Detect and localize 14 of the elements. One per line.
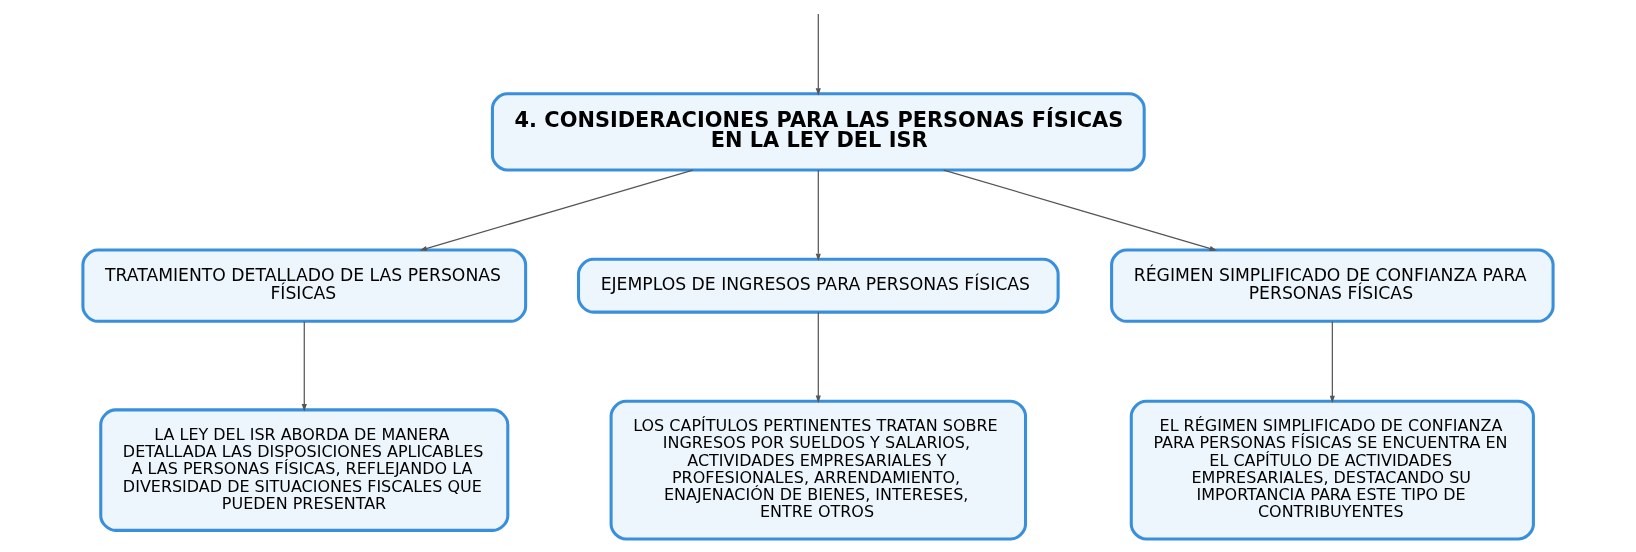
arrow — [815, 311, 821, 403]
arrow — [301, 320, 307, 412]
node-box: EL RÉGIMEN SIMPLIFICADO DE CONFIANZA PARA PERSONAS FÍSICAS SE ENCUENTRA EN EL CAPÍTULO DE ACTIVIDADES EMPRESARIALES, DESTACANDO SU IMPORTANCIA PARA ESTE TIPO DE CONTRIBUYENTES — [1129, 399, 1535, 541]
arrow — [1329, 320, 1335, 404]
node-box: TRATAMIENTO DETALLADO DE LAS PERSONAS FÍSICAS — [81, 248, 528, 323]
node-box: 4. CONSIDERACIONES PARA LAS PERSONAS FÍSICAS EN LA LEY DEL ISR — [490, 92, 1146, 172]
arrow — [943, 169, 1217, 251]
arrow — [815, 169, 821, 262]
node-box: LOS CAPÍTULOS PERTINENTES TRATAN SOBRE INGRESOS POR SUELDOS Y SALARIOS, ACTIVIDADES EMPRESARIALES Y PROFESIONALES, ARRENDAMIENTO, ENAJENACIÓN DE BIENES, INTERESES, ENTRE OTROS — [609, 399, 1028, 541]
node-box: LA LEY DEL ISR ABORDA DE MANERA DETALLADA LAS DISPOSICIONES APLICABLES A LAS PERSONAS FÍSICAS, REFLEJANDO LA DIVERSIDAD DE SITUACIONES FISCALES QUE PUEDEN PRESENTAR — [99, 408, 510, 532]
node-box: RÉGIMEN SIMPLIFICADO DE CONFIANZA PARA PERSONAS FÍSICAS — [1110, 248, 1555, 323]
arrow — [815, 13, 821, 96]
arrow — [419, 169, 694, 251]
node-box: EJEMPLOS DE INGRESOS PARA PERSONAS FÍSICAS — [576, 257, 1060, 314]
